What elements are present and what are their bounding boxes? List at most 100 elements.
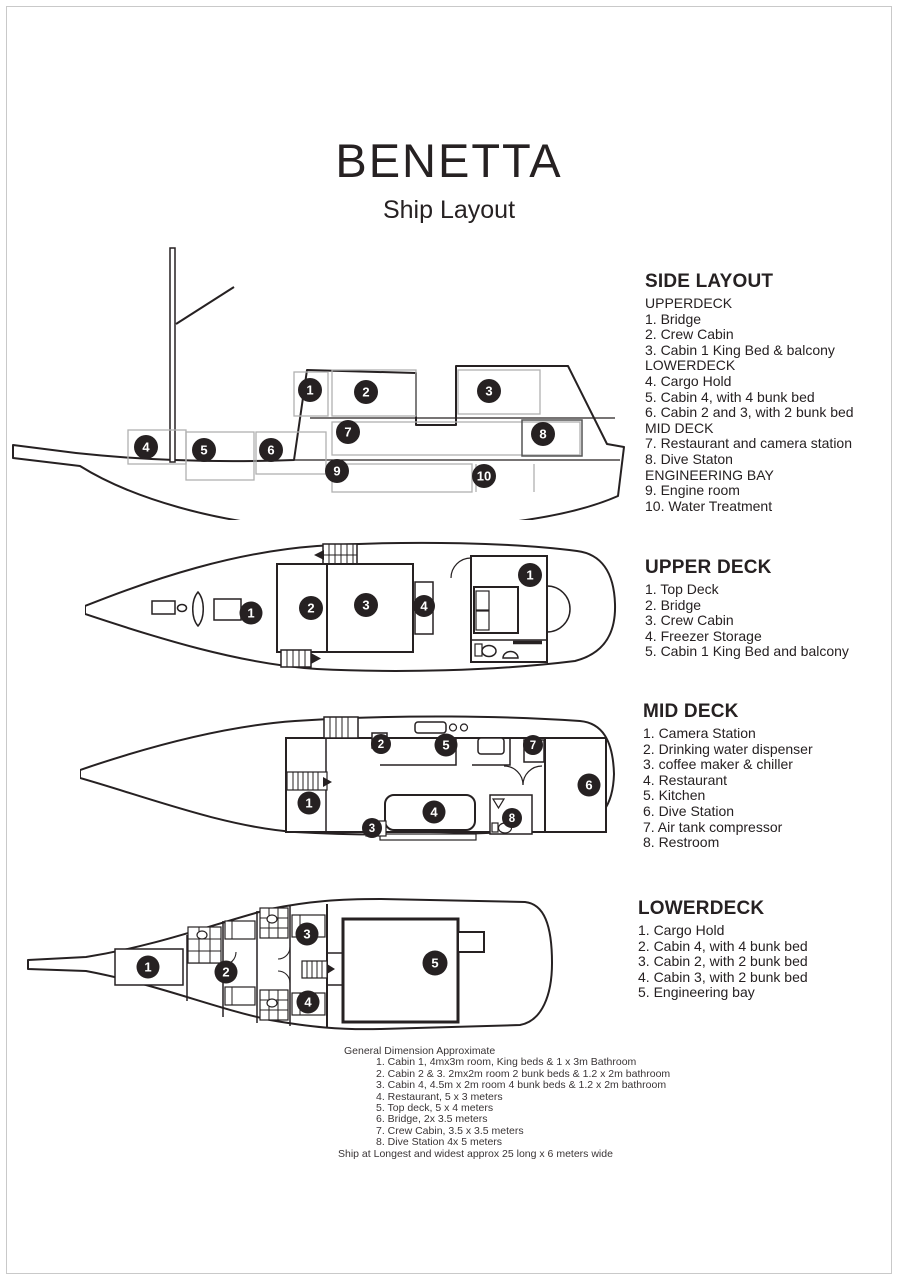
mid-marker-compressor: 7 — [523, 735, 543, 755]
upper-deck-diagram: 1 2 3 4 1 — [85, 541, 617, 672]
room-box-crew-cabin — [331, 369, 417, 417]
legend-line: 2. Crew Cabin — [645, 326, 734, 343]
legend-line: 1. Bridge — [645, 310, 702, 327]
pillow — [475, 610, 490, 631]
bathroom-tiled — [259, 907, 289, 939]
lower-deck-diagram: 1 2 3 4 5 — [27, 898, 553, 1031]
top-deck-bench — [213, 598, 242, 621]
legend-line: 2. Cabin 4, with 4 bunk bed — [638, 937, 808, 954]
svg-text:4: 4 — [304, 995, 312, 1010]
svg-text:7: 7 — [344, 425, 351, 440]
legend-line: 2. Bridge — [645, 596, 702, 613]
mid-marker-camera: 1 — [297, 791, 321, 815]
legend-line: LOWERDECK — [645, 357, 736, 374]
stairs-top — [314, 543, 358, 567]
legend-line: 4. Restaurant — [643, 771, 728, 788]
legend-heading: SIDE LAYOUT — [645, 271, 774, 292]
stairs-arrow-icon — [311, 653, 321, 664]
legend-line: 5. Engineering bay — [638, 984, 755, 1001]
dimensions-line: 4. Restaurant, 5 x 3 meters — [376, 1090, 503, 1103]
dimensions-line: 8. Dive Station 4x 5 meters — [376, 1136, 503, 1149]
legend-line: 7. Air tank compressor — [643, 818, 783, 835]
legend-heading: MID DECK — [643, 701, 739, 722]
legend-line: 9. Engine room — [645, 482, 740, 499]
stairs-bottom — [280, 649, 321, 668]
svg-text:4: 4 — [142, 440, 150, 455]
upper-marker-cabin1: 1 — [518, 563, 542, 587]
upper-marker-topdeck: 1 — [239, 601, 263, 625]
burner — [459, 723, 469, 732]
door-arc — [450, 557, 472, 579]
svg-text:2: 2 — [307, 601, 314, 616]
svg-text:3: 3 — [303, 927, 310, 942]
side-marker-2: 2 — [354, 380, 378, 404]
mid-marker-dive: 6 — [577, 773, 601, 797]
svg-text:5: 5 — [442, 738, 449, 753]
legend-lower-deck: LOWERDECK 1. Cargo Hold 2. Cabin 4, with… — [638, 898, 888, 1001]
upper-marker-crew: 3 — [354, 593, 378, 617]
side-marker-10: 10 — [472, 464, 496, 488]
svg-text:2: 2 — [222, 965, 229, 980]
legend-line: UPPERDECK — [645, 295, 733, 311]
svg-text:2: 2 — [362, 385, 369, 400]
dimensions-line: 2. Cabin 2 & 3. 2mx2m room 2 bunk beds &… — [376, 1067, 671, 1080]
balcony-door-arc — [546, 585, 571, 610]
svg-text:7: 7 — [530, 740, 536, 752]
toilet-bowl — [196, 930, 208, 940]
side-marker-5: 5 — [192, 438, 216, 462]
mid-marker-coffee: 3 — [362, 818, 382, 838]
sink — [502, 650, 519, 659]
svg-text:3: 3 — [369, 823, 375, 835]
svg-text:4: 4 — [430, 805, 438, 820]
upper-marker-freezer: 4 — [413, 595, 435, 617]
engineering-notch — [457, 931, 485, 953]
legend-line: 1. Camera Station — [643, 725, 756, 741]
pillow — [475, 590, 490, 611]
dimensions-line: 3. Cabin 4, 4.5m x 2m room 4 bunk beds &… — [376, 1079, 667, 1092]
legend-line: 1. Cargo Hold — [638, 922, 725, 938]
room-box-restaurant — [331, 421, 581, 456]
legend-line: 3. coffee maker & chiller — [643, 756, 793, 773]
balcony-door-arc — [546, 608, 571, 633]
side-view-diagram: 1 2 3 4 5 6 7 8 9 10 — [12, 247, 625, 520]
legend-line: 10. Water Treatment — [645, 497, 773, 514]
restroom-sink — [491, 798, 506, 810]
side-marker-9: 9 — [325, 459, 349, 483]
dimensions-line: 7. Crew Cabin, 3.5 x 3.5 meters — [376, 1124, 524, 1137]
windshield-shape — [192, 590, 204, 628]
stairs-center — [301, 960, 335, 979]
side-marker-6: 6 — [259, 438, 283, 462]
legend-line: 5. Cabin 1 King Bed and balcony — [645, 643, 849, 660]
svg-text:4: 4 — [420, 599, 428, 614]
stairs-arrow-icon — [314, 550, 324, 560]
lower-marker-cabin4: 2 — [214, 960, 238, 984]
legend-mid-deck: MID DECK 1. Camera Station 2. Drinking w… — [643, 701, 893, 851]
svg-text:1: 1 — [144, 960, 151, 975]
legend-line: 3. Crew Cabin — [645, 612, 734, 629]
bunk-bed — [224, 986, 256, 1006]
mid-marker-restaurant: 4 — [422, 800, 446, 824]
svg-text:8: 8 — [539, 427, 546, 442]
mast — [169, 247, 176, 463]
legend-line: 4. Cabin 3, with 2 bunk bed — [638, 968, 808, 985]
legend-line: 2. Drinking water dispenser — [643, 740, 813, 757]
lower-marker-engineering: 5 — [422, 950, 448, 976]
stairway-mid — [286, 771, 332, 791]
bathroom-tiled — [259, 989, 289, 1021]
room-box-cabin23 — [255, 431, 327, 475]
room-box-cabin1 — [457, 369, 541, 415]
side-marker-3: 3 — [477, 379, 501, 403]
lower-marker-cargo: 1 — [136, 955, 160, 979]
legend-upper-deck: UPPER DECK 1. Top Deck 2. Bridge 3. Crew… — [645, 557, 895, 660]
bow-fitting — [176, 603, 188, 613]
kitchen-sink — [477, 737, 505, 755]
legend-line: 4. Cargo Hold — [645, 372, 732, 389]
dimensions-line: 6. Bridge, 2x 3.5 meters — [376, 1113, 488, 1126]
dimensions-footer: Ship at Longest and widest approx 25 lon… — [338, 1147, 613, 1160]
svg-text:6: 6 — [585, 778, 592, 793]
kitchen-counter-right — [472, 738, 511, 766]
legend-heading: LOWERDECK — [638, 898, 765, 919]
svg-text:1: 1 — [306, 383, 313, 398]
legend-line: 1. Top Deck — [645, 581, 719, 597]
